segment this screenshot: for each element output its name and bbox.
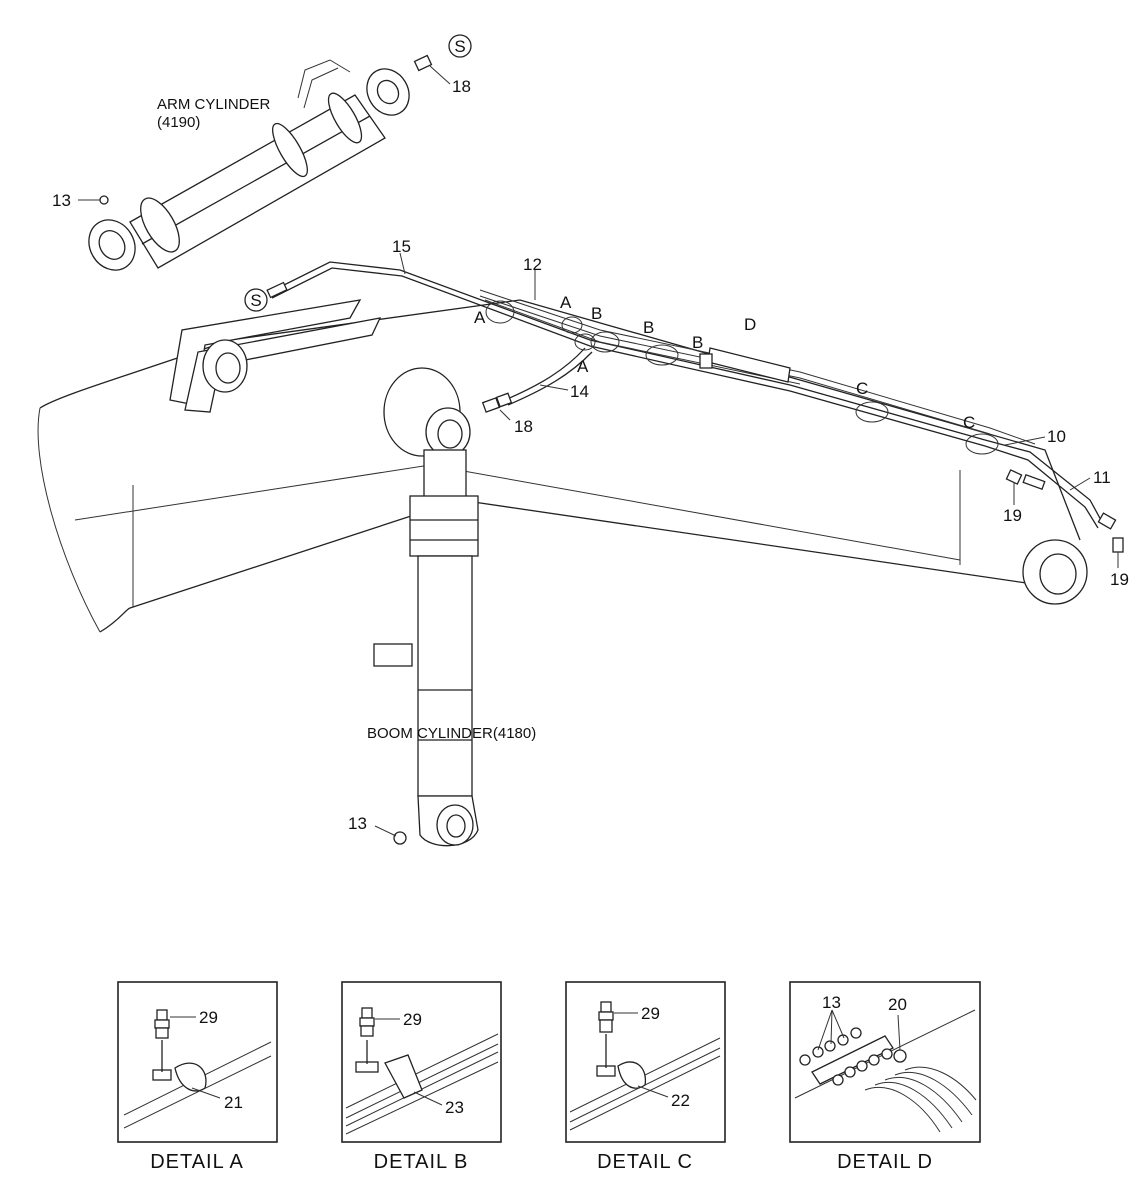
detail-b-title: DETAIL B <box>374 1151 469 1173</box>
s-marker-top-label: S <box>454 37 465 56</box>
detail-marker-b2: B <box>643 318 654 337</box>
s-marker-top: S <box>448 34 472 58</box>
hydraulic-pipes <box>269 261 1103 529</box>
detail-b-clamp-number: 23 <box>445 1098 464 1117</box>
fitting-18-mid <box>481 392 513 413</box>
boom-cylinder-caption: BOOM CYLINDER(4180) <box>367 725 536 742</box>
pipe-end-left <box>266 281 288 299</box>
detail-c-clamp-number: 22 <box>671 1091 690 1110</box>
callout-14: 14 <box>570 382 589 401</box>
s-marker-left: S <box>244 288 268 312</box>
callout-13-arm: 13 <box>52 191 71 210</box>
detail-c-bolt-number: 29 <box>641 1004 660 1023</box>
detail-marker-a3: A <box>577 357 589 376</box>
fitting-13-boom <box>393 831 407 845</box>
detail-b: 29 23 <box>341 981 502 1143</box>
boom-structure <box>37 299 1088 633</box>
fitting-19-a <box>1005 469 1046 491</box>
boom-cylinder <box>373 367 479 847</box>
detail-c: 29 22 <box>565 981 726 1143</box>
detail-a-title: DETAIL A <box>150 1151 244 1173</box>
detail-marker-b1: B <box>591 304 602 323</box>
detail-marker-c2: C <box>963 413 975 432</box>
callout-10: 10 <box>1047 427 1066 446</box>
detail-a-clamp-number: 21 <box>224 1093 243 1112</box>
detail-a: 29 21 <box>117 981 278 1143</box>
fitting-13-arm <box>99 195 109 205</box>
detail-d-title: DETAIL D <box>837 1151 933 1173</box>
arm-cylinder-caption-1: ARM CYLINDER <box>157 96 271 113</box>
detail-marker-b3: B <box>692 333 703 352</box>
callout-11: 11 <box>1093 468 1111 487</box>
fitting-19-b <box>1097 512 1124 553</box>
leader-lines <box>78 65 1119 837</box>
detail-d-block-number: 20 <box>888 995 907 1014</box>
callout-13-boom: 13 <box>348 814 367 833</box>
detail-a-bolt-number: 29 <box>199 1008 218 1027</box>
callout-15: 15 <box>392 237 411 256</box>
callout-19-a: 19 <box>1003 506 1022 525</box>
arm-cylinder <box>88 59 410 271</box>
detail-marker-c1: C <box>856 379 868 398</box>
callout-19-b: 19 <box>1110 570 1129 589</box>
detail-marker-d1: D <box>744 315 756 334</box>
s-marker-left-label: S <box>250 291 261 310</box>
detail-b-bolt-number: 29 <box>403 1010 422 1029</box>
arm-cylinder-caption-2: (4190) <box>157 114 200 131</box>
detail-d-fitting-number: 13 <box>822 993 841 1012</box>
detail-c-title: DETAIL C <box>597 1151 693 1173</box>
fitting-18-top <box>413 54 433 72</box>
callout-18-mid: 18 <box>514 417 533 436</box>
callout-12: 12 <box>523 255 542 274</box>
detail-d: 13 20 <box>789 981 981 1143</box>
detail-marker-a1: A <box>474 308 486 327</box>
callout-18-top: 18 <box>452 77 471 96</box>
detail-marker-a2: A <box>560 293 572 312</box>
